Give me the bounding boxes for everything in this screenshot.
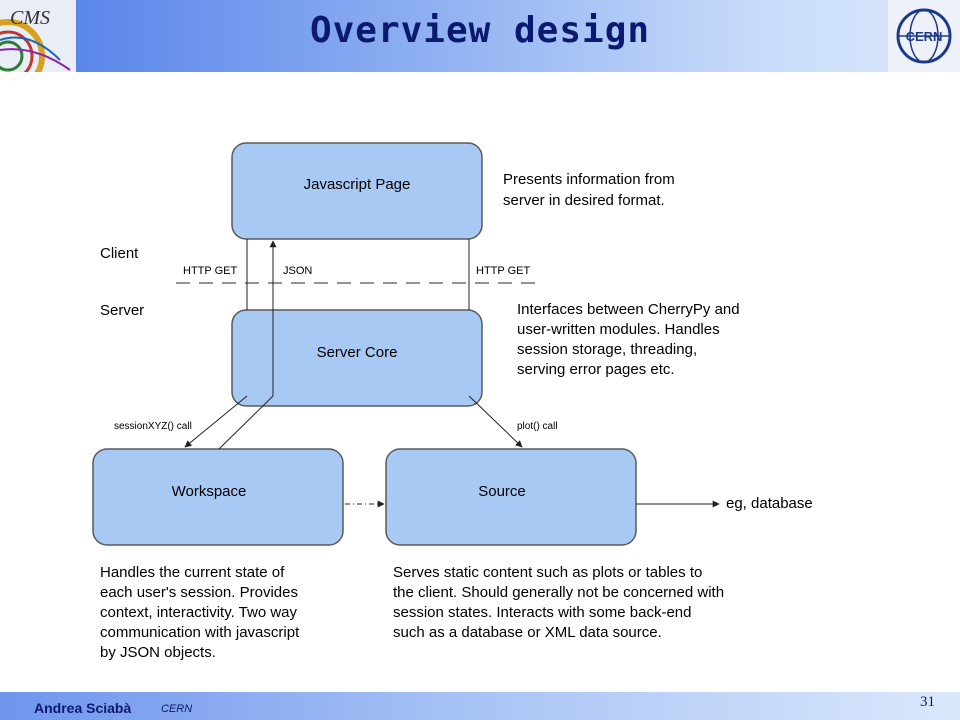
cern-logo: CERN bbox=[888, 0, 960, 72]
source-box bbox=[385, 448, 637, 546]
page-title: Overview design bbox=[309, 10, 651, 51]
javascript-page-label: Javascript Page bbox=[304, 176, 411, 193]
json-label: JSON bbox=[283, 265, 312, 277]
footer-author: Andrea Sciabà bbox=[34, 700, 132, 716]
svg-text:CMS: CMS bbox=[10, 7, 50, 29]
source-description: Serves static content such as plots or t… bbox=[393, 564, 724, 641]
description-line: session storage, threading, bbox=[517, 341, 697, 358]
server-core-label: Server Core bbox=[317, 344, 398, 361]
description-line: Serves static content such as plots or t… bbox=[393, 564, 702, 581]
plot-call-arrow bbox=[468, 395, 523, 448]
plot-call-label: plot() call bbox=[517, 421, 558, 432]
slide-footer-bar bbox=[0, 692, 960, 720]
slide-number: 31 bbox=[920, 694, 935, 710]
description-line: Handles the current state of bbox=[100, 564, 285, 581]
javascript-page-box bbox=[231, 142, 483, 240]
server-label: Server bbox=[100, 302, 144, 319]
javascript-page-description: Presents information from server in desi… bbox=[503, 171, 675, 209]
svg-text:CERN: CERN bbox=[906, 29, 943, 44]
description-line: communication with javascript bbox=[100, 624, 300, 641]
cms-logo: CMS bbox=[0, 0, 76, 72]
eg-database-label: eg, database bbox=[726, 495, 813, 512]
http-get-left-label: HTTP GET bbox=[183, 265, 237, 277]
description-line: each user's session. Provides bbox=[100, 584, 298, 601]
source-label: Source bbox=[478, 483, 526, 500]
workspace-box bbox=[92, 448, 344, 546]
description-line: user-written modules. Handles bbox=[517, 321, 720, 338]
slide-header-bar bbox=[0, 0, 960, 72]
description-line: session states. Interacts with some back… bbox=[393, 604, 691, 621]
description-line: serving error pages etc. bbox=[517, 361, 675, 378]
workspace-description: Handles the current state of each user's… bbox=[100, 564, 300, 661]
description-line: Interfaces between CherryPy and bbox=[517, 301, 740, 318]
http-get-right-label: HTTP GET bbox=[476, 265, 530, 277]
server-core-description: Interfaces between CherryPy and user-wri… bbox=[517, 301, 740, 378]
server-core-box bbox=[231, 309, 483, 407]
description-line: the client. Should generally not be conc… bbox=[393, 584, 724, 601]
session-call-arrow bbox=[184, 395, 248, 448]
description-line: Presents information from bbox=[503, 171, 675, 188]
workspace-label: Workspace bbox=[172, 483, 247, 500]
description-line: context, interactivity. Two way bbox=[100, 604, 298, 621]
description-line: by JSON objects. bbox=[100, 644, 216, 661]
client-label: Client bbox=[100, 245, 139, 262]
workspace-to-core-line bbox=[218, 395, 274, 450]
description-line: server in desired format. bbox=[503, 192, 665, 209]
session-call-label: sessionXYZ() call bbox=[114, 421, 192, 432]
description-line: such as a database or XML data source. bbox=[393, 624, 662, 641]
footer-organization: CERN bbox=[161, 703, 193, 715]
